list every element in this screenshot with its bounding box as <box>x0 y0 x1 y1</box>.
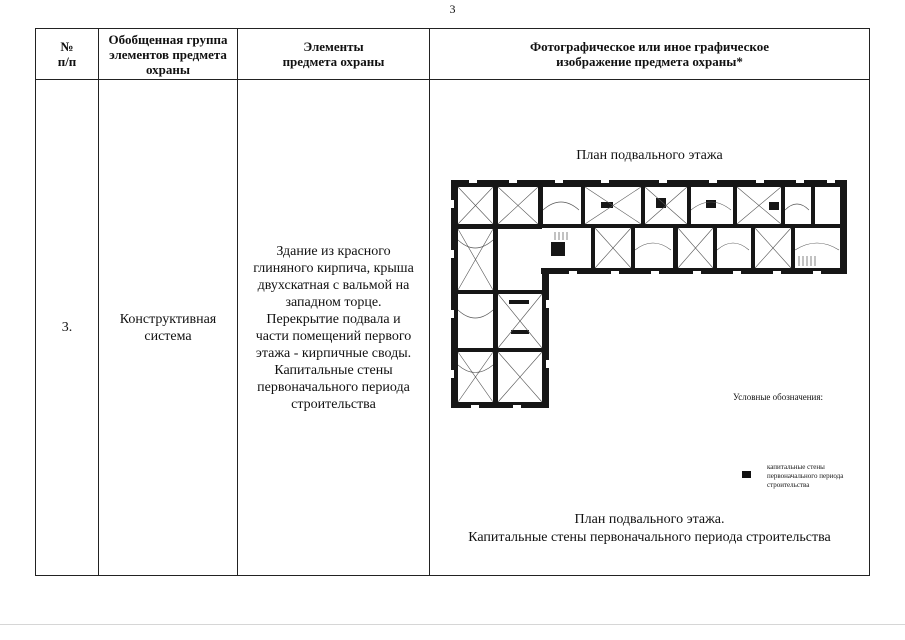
row-num: 3. <box>35 79 99 576</box>
header-row: № п/п Обобщенная группа элементов предме… <box>35 28 870 80</box>
legend-label: капитальные стены первоначального период… <box>767 463 844 489</box>
header-group: Обобщенная группа элементов предмета охр… <box>98 28 238 80</box>
row-image-cell: План подвального этажа <box>429 79 870 576</box>
caption-line-2: Капитальные стены первоначального период… <box>468 530 831 545</box>
row-group: Конструктивная система <box>98 79 238 576</box>
page-bottom-divider <box>0 624 905 625</box>
figure-caption: План подвального этажа. Капитальные стен… <box>430 511 869 547</box>
row-elements: Здание из красного глиняного кирпича, кр… <box>237 79 430 576</box>
header-image: Фотографическое или иное графическое изо… <box>429 28 870 80</box>
plan-title: План подвального этажа <box>576 148 723 163</box>
page-number: 3 <box>449 2 456 16</box>
header-elements: Элементы предмета охраны <box>237 28 430 80</box>
legend-title: Условные обозначения: <box>733 392 824 402</box>
caption-line-1: План подвального этажа. <box>574 512 725 527</box>
table-row: 3. Конструктивная система Здание из крас… <box>35 79 870 576</box>
legend-swatch <box>742 471 751 478</box>
basement-floor-plan <box>451 180 847 408</box>
protection-subject-table: № п/п Обобщенная группа элементов предме… <box>35 28 870 576</box>
header-num: № п/п <box>35 28 99 80</box>
